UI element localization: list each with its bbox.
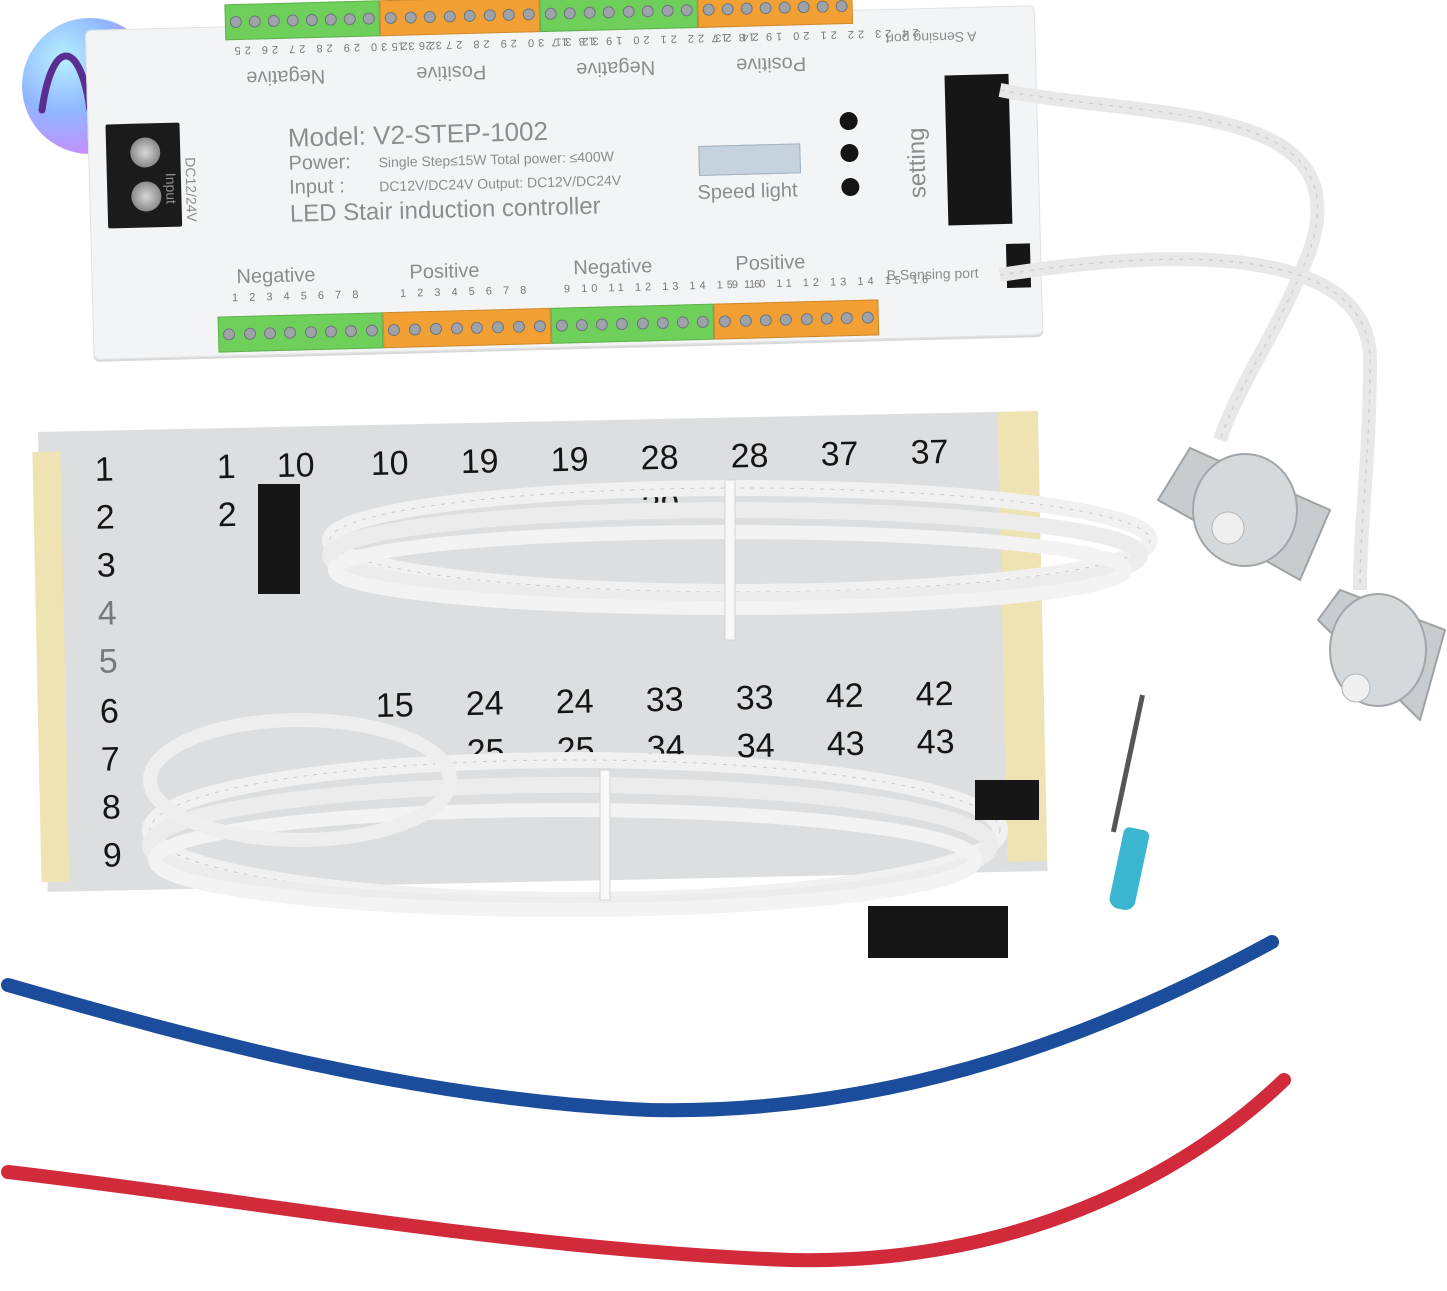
blue-wire <box>1 935 1279 1118</box>
red-wire <box>1 1073 1291 1268</box>
cable-connector <box>868 906 1008 958</box>
cable-connector <box>258 484 300 594</box>
cable-connector <box>975 780 1039 820</box>
pir-sensor-a <box>1156 446 1332 582</box>
pir-sensor-b <box>1316 588 1447 722</box>
